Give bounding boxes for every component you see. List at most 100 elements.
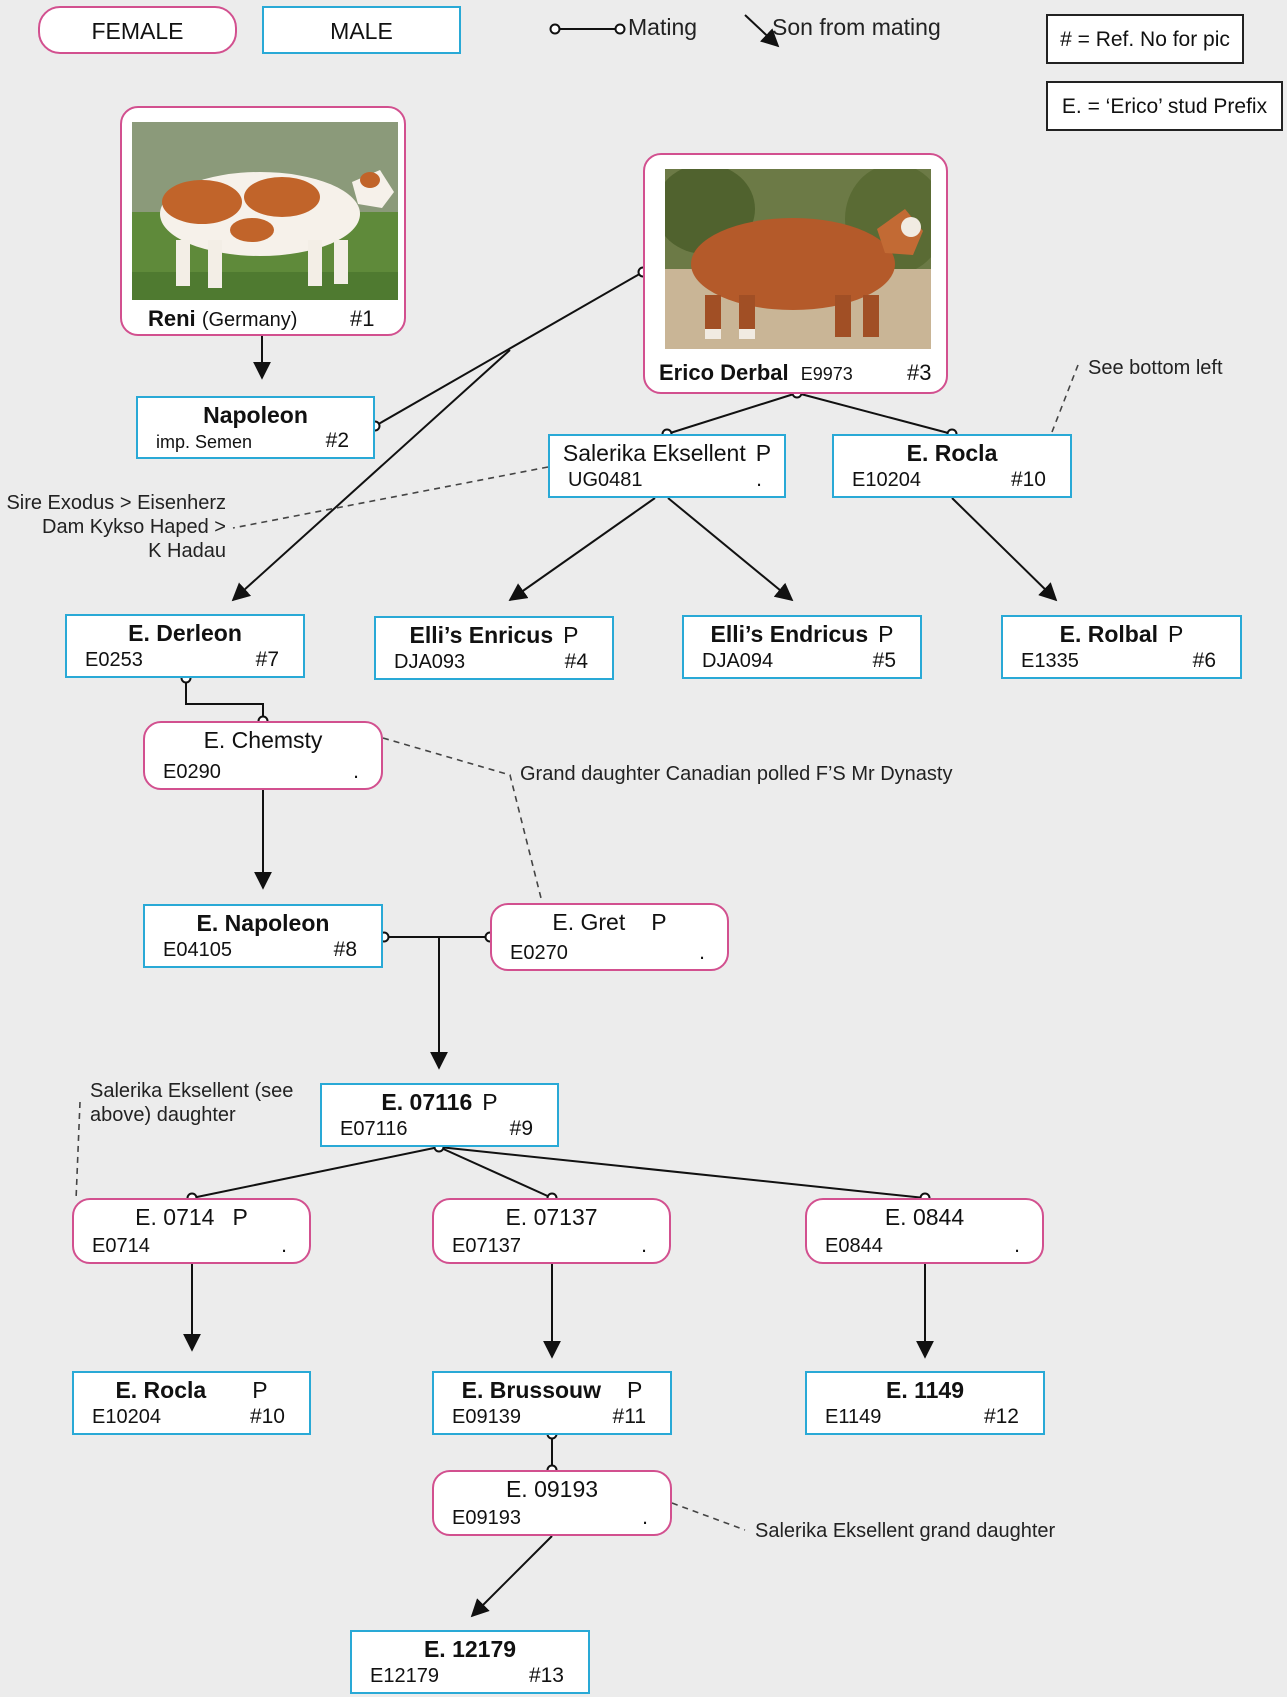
e-napoleon-name: E. Napoleon (196, 910, 330, 936)
node-e-07116: E. 07116 P E07116 #9 (320, 1083, 559, 1147)
e0844-name: E. 0844 (884, 1204, 965, 1230)
erico-derbal-cow-photo (665, 169, 931, 349)
note-sire-line3: K Hadau (148, 540, 226, 562)
note-salerika-grand-daughter: Salerika Eksellent grand daughter (755, 1520, 1056, 1542)
endricus-ref: #5 (872, 649, 896, 672)
endricus-name: Elli’s Endricus (710, 621, 869, 647)
rocla-bottom-ref: #10 (249, 1405, 285, 1428)
e07137-dot: . (641, 1234, 647, 1257)
node-salerika-eksellent: Salerika Eksellent P UG0481 . (548, 434, 786, 498)
node-e-napoleon: E. Napoleon E04105 #8 (143, 904, 383, 968)
e12179-ref: #13 (528, 1664, 564, 1687)
derleon-ref: #7 (255, 648, 279, 671)
e09193-code: E09193 (452, 1507, 521, 1529)
legend-female: FEMALE (38, 6, 237, 54)
endricus-polled: P (878, 621, 894, 647)
e07137-code: E07137 (452, 1235, 521, 1257)
erico-derbal-code: E9973 (800, 364, 853, 384)
brussouw-name: E. Brussouw (461, 1377, 601, 1403)
node-napoleon: Napoleon imp. Semen #2 (136, 396, 375, 459)
legend-male: MALE (262, 6, 461, 54)
salerika-name: Salerika Eksellent (562, 440, 746, 466)
rolbal-polled: P (1168, 621, 1184, 647)
erico-derbal-name: Erico Derbal (659, 360, 789, 385)
brussouw-ref: #11 (612, 1405, 646, 1428)
legend-ref-note: # = Ref. No for pic (1046, 14, 1244, 64)
e0844-dot: . (1014, 1234, 1020, 1257)
node-ellis-endricus: Elli’s Endricus P DJA094 #5 (682, 615, 922, 679)
chemsty-code: E0290 (163, 761, 221, 783)
salerika-polled: P (755, 440, 772, 466)
legend-son-label: Son from mating (772, 14, 941, 40)
e1149-ref: #12 (983, 1405, 1019, 1428)
rocla-top-code: E10204 (852, 469, 921, 491)
e-napoleon-code: E04105 (163, 939, 232, 961)
note-salerika-daughter: Salerika Eksellent (see above) daughter (90, 1079, 293, 1127)
rocla-bottom-code: E10204 (92, 1406, 161, 1428)
legend-mating-label: Mating (628, 14, 698, 40)
node-e-09193: E. 09193 E09193 . (432, 1470, 672, 1536)
reni-ref: #1 (350, 306, 375, 331)
note-see-bottom-left: See bottom left (1088, 357, 1223, 379)
e07116-polled: P (482, 1089, 498, 1115)
rocla-bottom-name: E. Rocla (115, 1377, 207, 1403)
e1149-name: E. 1149 (885, 1377, 965, 1403)
endricus-code: DJA094 (702, 650, 774, 672)
brussouw-polled: P (626, 1377, 643, 1403)
node-e-rocla-top: E. Rocla E10204 #10 (832, 434, 1072, 498)
derleon-code: E0253 (85, 649, 143, 671)
node-e-rocla-bottom: E. Rocla P E10204 #10 (72, 1371, 311, 1435)
note-sire-exodus: Sire Exodus > Eisenherz Dam Kykso Haped … (0, 491, 226, 563)
node-e-12179: E. 12179 E12179 #13 (350, 1630, 590, 1694)
e07116-ref: #9 (509, 1117, 533, 1140)
e-napoleon-ref: #8 (333, 938, 357, 961)
e0714-dot: . (281, 1234, 287, 1257)
rolbal-ref: #6 (1192, 649, 1216, 672)
legend-male-label: MALE (330, 18, 393, 44)
e07116-code: E07116 (340, 1118, 408, 1140)
rocla-top-name: E. Rocla (906, 440, 998, 466)
gret-polled: P (651, 909, 667, 935)
enricus-polled: P (563, 622, 579, 648)
node-erico-derbal: Erico Derbal E9973 #3 (643, 153, 948, 394)
salerika-dot: . (756, 468, 762, 491)
node-e-0844: E. 0844 E0844 . (805, 1198, 1044, 1264)
node-reni: Reni (Germany) #1 (120, 106, 406, 336)
rocla-bottom-polled: P (252, 1377, 268, 1403)
e07137-name: E. 07137 (505, 1204, 598, 1230)
e09193-dot: . (642, 1506, 648, 1529)
derleon-name: E. Derleon (128, 620, 242, 646)
napoleon-ref: #2 (325, 429, 349, 452)
chemsty-dot: . (353, 760, 359, 783)
napoleon-name: Napoleon (203, 402, 308, 428)
gret-dot: . (699, 941, 705, 964)
salerika-code: UG0481 (568, 469, 643, 491)
e1149-code: E1149 (825, 1406, 882, 1428)
e12179-name: E. 12179 (423, 1636, 517, 1662)
rocla-top-ref: #10 (1010, 468, 1046, 491)
enricus-name: Elli’s Enricus (409, 622, 554, 648)
legend-ref-note-text: # = Ref. No for pic (1060, 28, 1230, 51)
chemsty-name: E. Chemsty (203, 727, 323, 753)
note-grand-daughter-dynasty: Grand daughter Canadian polled F’S Mr Dy… (520, 763, 953, 785)
erico-derbal-ref: #3 (907, 360, 932, 385)
e07116-name: E. 07116 (381, 1089, 473, 1115)
node-e-chemsty: E. Chemsty E0290 . (143, 721, 383, 790)
legend-prefix-note-text: E. = ‘Erico’ stud Prefix (1061, 95, 1268, 118)
note-salerika-daughter-line2: above) daughter (90, 1104, 236, 1126)
legend-female-label: FEMALE (91, 18, 184, 44)
enricus-code: DJA093 (394, 651, 466, 673)
node-e-derleon: E. Derleon E0253 #7 (65, 614, 305, 678)
e0844-code: E0844 (825, 1235, 883, 1257)
e0714-code: E0714 (92, 1235, 150, 1257)
note-sire-line2: Dam Kykso Haped > (42, 516, 226, 538)
e0714-name: E. 0714 (135, 1204, 215, 1230)
node-e-1149: E. 1149 E1149 #12 (805, 1371, 1045, 1435)
gret-name: E. Gret (552, 909, 626, 935)
e12179-code: E12179 (370, 1665, 439, 1687)
